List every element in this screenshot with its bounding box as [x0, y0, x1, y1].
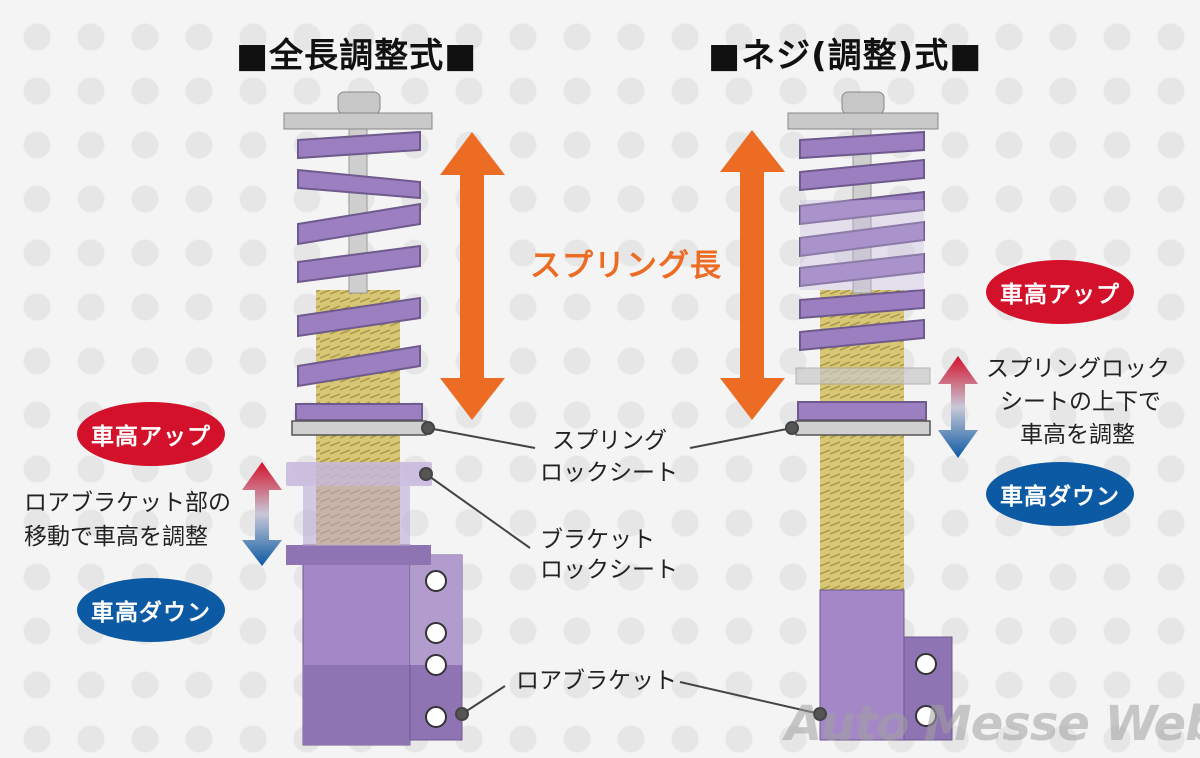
site-watermark-logo: Auto Messe Web	[785, 696, 1200, 752]
left-title: ■全長調整式■	[236, 36, 478, 76]
right-lower-body	[819, 589, 905, 741]
left-height-down-badge: 車高ダウン	[77, 578, 225, 642]
bracket-lock-seat-label-line1: ブラケット	[540, 527, 655, 553]
right-top-nut	[841, 91, 885, 115]
right-ghost-lock-seat	[795, 367, 931, 385]
left-shock-absorber	[283, 91, 463, 746]
right-height-down-badge: 車高ダウン	[986, 462, 1134, 526]
left-bracket-hole-4	[425, 706, 447, 728]
left-adjust-note-line2: 移動で車高を調整	[24, 524, 208, 550]
right-spring-length-arrow	[720, 130, 785, 420]
right-shock-absorber	[787, 91, 953, 741]
callout-lines	[419, 421, 827, 721]
bracket-lock-seat-label-line2: ロックシート	[540, 557, 678, 583]
right-spring	[797, 130, 927, 421]
right-adjust-note-line2: シートの上下で	[1000, 389, 1161, 415]
right-height-up-badge: 車高アップ	[986, 260, 1134, 324]
right-spring-lock-seat	[795, 420, 931, 436]
right-adjust-note-line1: スプリングロック	[986, 356, 1170, 382]
left-bracket-hole-1	[425, 570, 447, 592]
left-top-nut	[337, 91, 381, 115]
left-bracket-lock-seat	[286, 462, 432, 486]
lower-bracket-label: ロアブラケット	[516, 668, 677, 694]
right-upper-seat	[787, 112, 939, 130]
left-spring	[295, 130, 423, 421]
left-upper-seat	[283, 112, 433, 130]
right-bracket-hole-1	[915, 653, 937, 675]
right-adjust-note-line3: 車高を調整	[1020, 422, 1135, 448]
spring-lock-seat-label-line2: ロックシート	[540, 460, 678, 486]
spring-length-arrow	[440, 132, 505, 420]
left-bracket-hole-2	[425, 622, 447, 644]
spring-lock-seat-label-line1: スプリング	[552, 428, 667, 454]
right-height-arrow	[938, 356, 978, 458]
left-bracket-hole-3	[425, 654, 447, 676]
left-height-arrow	[242, 462, 282, 566]
left-height-up-badge: 車高アップ	[77, 402, 225, 466]
spring-length-label: スプリング長	[530, 248, 722, 284]
right-title: ■ネジ(調整)式■	[708, 36, 983, 76]
left-spring-lock-seat	[291, 420, 427, 436]
left-adjust-note-line1: ロアブラケット部の	[24, 490, 231, 516]
right-bracket-hole-2	[915, 705, 937, 727]
